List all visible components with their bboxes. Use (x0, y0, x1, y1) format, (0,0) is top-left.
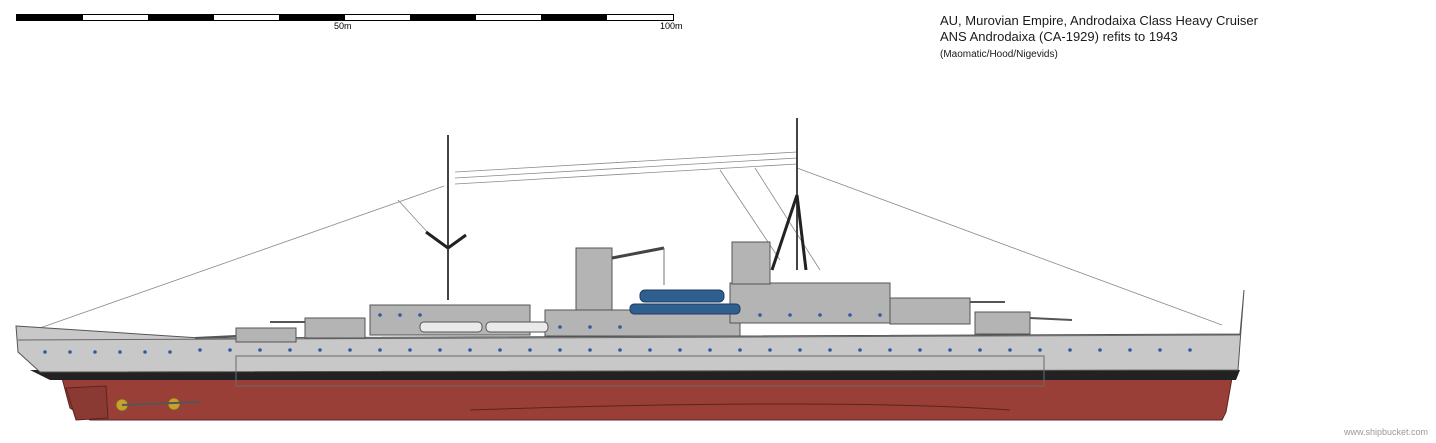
scale-label-100m: 100m (660, 21, 683, 31)
deck-line (17, 334, 1241, 341)
propeller-shaft (121, 401, 201, 406)
boat (639, 289, 725, 303)
scale-label-50m: 50m (334, 21, 352, 31)
rudder (65, 385, 109, 421)
title-line-1: AU, Murovian Empire, Androdaixa Class He… (940, 13, 1258, 28)
scale-segment (279, 15, 345, 20)
scale-bar-frame (16, 14, 674, 21)
hull-upper (15, 289, 1245, 373)
crane-arm (611, 246, 665, 260)
hull-underwater (61, 377, 1233, 421)
boat (419, 321, 483, 333)
boot-top (30, 370, 1240, 380)
scale-segment (410, 15, 476, 20)
superstructure (235, 241, 1031, 343)
armor-belt-outline (235, 355, 1045, 387)
scale-segment (148, 15, 214, 20)
title-block: AU, Murovian Empire, Androdaixa Class He… (940, 13, 1258, 62)
gun-barrels (194, 301, 1073, 339)
portholes (43, 313, 1192, 354)
scale-bar: 50m 100m (16, 14, 683, 36)
scale-segment (17, 15, 83, 20)
boat (485, 321, 549, 333)
boat (629, 303, 741, 315)
rigging (19, 151, 1223, 336)
mast-struts (425, 194, 808, 271)
title-line-3: (Maomatic/Hood/Nigevids) (940, 49, 1058, 60)
credit-text: www.shipbucket.com (1343, 427, 1428, 437)
scale-segment (541, 15, 607, 20)
title-line-2: ANS Androdaixa (CA-1929) refits to 1943 (940, 29, 1178, 44)
bilge-keel (469, 403, 1011, 411)
masts (447, 118, 798, 300)
